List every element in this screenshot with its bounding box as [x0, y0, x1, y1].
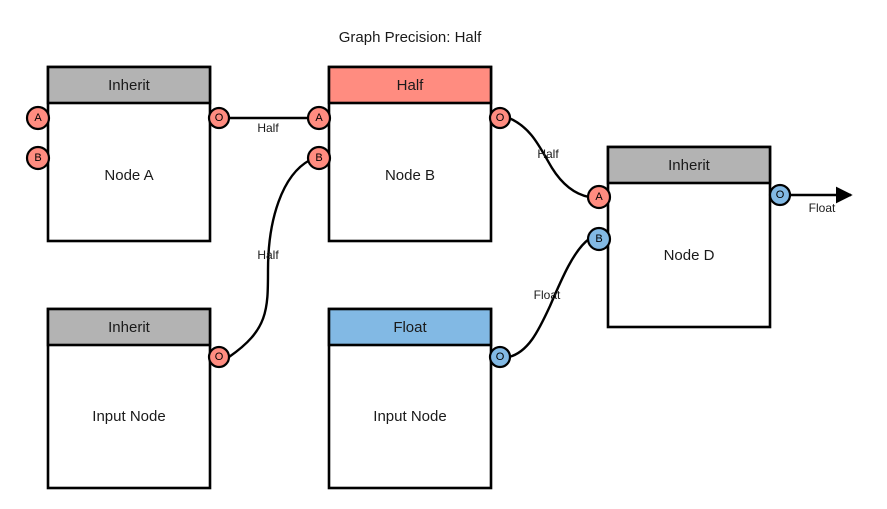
input-node-middle-body-label: Input Node [373, 408, 446, 425]
edge-input-middle-out-to-node-d-in-b [508, 238, 590, 359]
node-a-port-in-a-circle[interactable] [25, 105, 51, 131]
node-node-a[interactable]: Inherit Node A [46, 65, 212, 243]
page-title: Graph Precision: Half [339, 29, 482, 46]
node-input-node-left[interactable]: Inherit Input Node [46, 307, 212, 490]
input-node-left-header [46, 307, 212, 347]
node-b-header [327, 65, 493, 105]
node-d-body-label: Node D [664, 247, 715, 264]
input-node-middle-port-out-o-label: O [496, 351, 505, 363]
input-node-left-header-label: Inherit [108, 319, 151, 336]
node-a-port-out-o[interactable]: O [207, 106, 231, 130]
node-d-port-out-o-circle[interactable] [768, 183, 792, 207]
node-a-port-in-b[interactable]: B [25, 145, 51, 171]
node-b-body-label: Node B [385, 167, 435, 184]
node-a-port-in-b-label: B [34, 152, 41, 164]
input-node-left-port-out-o-label: O [215, 351, 224, 363]
node-b-port-out-o[interactable]: O [488, 106, 512, 130]
node-d-port-in-a[interactable]: A [586, 184, 612, 210]
node-d-port-in-b[interactable]: B [586, 226, 612, 252]
node-a-body-label: Node A [104, 167, 153, 184]
input-node-middle-header [327, 307, 493, 347]
node-b-port-in-a[interactable]: A [306, 105, 332, 131]
edge-label-node-d-out-to-output: Float [809, 201, 836, 215]
input-node-left-port-out-o-circle[interactable] [207, 345, 231, 369]
node-a-port-in-b-circle[interactable] [25, 145, 51, 171]
node-b-port-out-o-circle[interactable] [488, 106, 512, 130]
input-node-left-body-label: Input Node [92, 408, 165, 425]
node-a-header [46, 65, 212, 105]
edge-label-node-b-out-to-node-d-in-a: Half [537, 147, 559, 161]
node-node-b[interactable]: Half Node B [327, 65, 493, 243]
input-node-middle-port-out-o[interactable]: O [488, 345, 512, 369]
input-node-left-port-out-o[interactable]: O [207, 345, 231, 369]
node-a-header-label: Inherit [108, 77, 151, 94]
node-d-port-out-o[interactable]: O [768, 183, 792, 207]
node-b-port-in-b-circle[interactable] [306, 145, 332, 171]
node-d-port-in-b-label: B [595, 233, 602, 245]
node-a-port-in-a[interactable]: A [25, 105, 51, 131]
node-d-port-in-b-circle[interactable] [586, 226, 612, 252]
node-b-port-in-a-label: A [315, 112, 323, 124]
node-b-port-in-a-circle[interactable] [306, 105, 332, 131]
node-input-node-middle[interactable]: Float Input Node [327, 307, 493, 490]
node-d-header-label: Inherit [668, 157, 711, 174]
node-d-port-out-o-label: O [776, 189, 785, 201]
node-a-port-out-o-circle[interactable] [207, 106, 231, 130]
edge-node-b-out-to-node-d-in-a [508, 116, 590, 199]
node-d-port-in-a-circle[interactable] [586, 184, 612, 210]
input-node-middle-port-out-o-circle[interactable] [488, 345, 512, 369]
node-a-port-in-a-label: A [34, 112, 42, 124]
input-node-middle-header-label: Float [393, 319, 427, 336]
node-d-port-in-a-label: A [595, 191, 603, 203]
node-b-port-in-b[interactable]: B [306, 145, 332, 171]
node-b-port-out-o-label: O [496, 112, 505, 124]
node-node-d[interactable]: Inherit Node D [606, 145, 772, 329]
node-d-header [606, 145, 772, 185]
node-a-port-out-o-label: O [215, 112, 224, 124]
edge-input-left-out-to-node-b-in-b [228, 158, 311, 358]
edge-label-input-left-out-to-node-b-in-b: Half [257, 248, 279, 262]
node-b-header-label: Half [397, 77, 425, 94]
edge-label-node-a-out-to-node-b-in-a: Half [257, 121, 279, 135]
edge-label-input-middle-out-to-node-d-in-b: Float [534, 288, 561, 302]
node-b-port-in-b-label: B [315, 152, 322, 164]
